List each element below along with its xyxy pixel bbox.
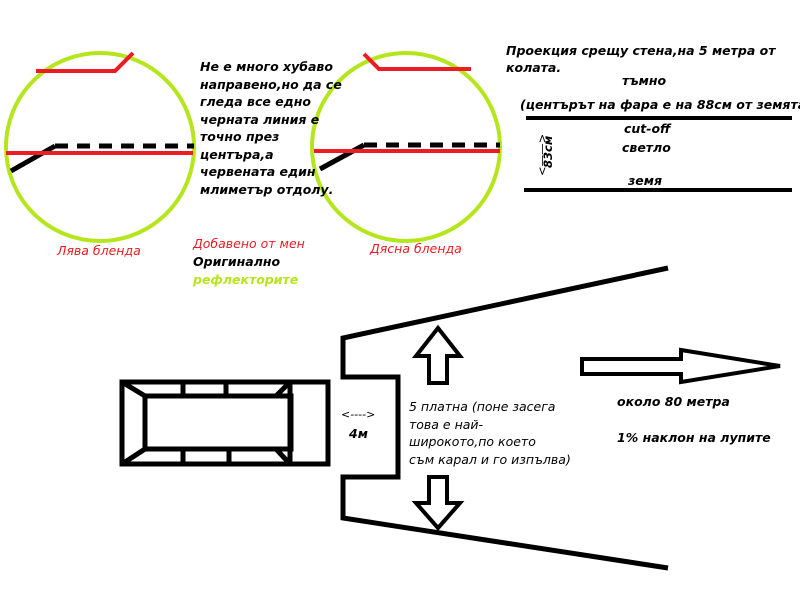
lanes-line: 5 платна (поне засега bbox=[409, 399, 556, 414]
car-corner-tl bbox=[120, 379, 147, 399]
lanes-note: 5 платна (поне засега това е най- широко… bbox=[409, 398, 571, 468]
range-label: около 80 метра bbox=[617, 394, 730, 409]
up-arrow-icon bbox=[411, 324, 465, 385]
light-label: светло bbox=[622, 140, 671, 155]
note-line: черната линия е bbox=[200, 111, 320, 127]
note-line: Не е много хубаво bbox=[200, 59, 333, 74]
note-line: млиметър отдолу. bbox=[200, 181, 334, 197]
projection-title-line1: Проекция срещу стена,на 5 метра от bbox=[506, 43, 776, 58]
left-red-top-line bbox=[36, 51, 135, 73]
left-black-slope-line bbox=[9, 143, 57, 174]
ground-label: земя bbox=[628, 173, 662, 188]
lanes-line: това е най- bbox=[409, 416, 484, 432]
slope-label: 1% наклон на лупите bbox=[617, 430, 771, 445]
projection-title-line2: колата. bbox=[506, 60, 562, 75]
down-arrow-icon bbox=[411, 475, 465, 532]
note-line: червената един bbox=[200, 164, 316, 179]
note-line: гледа все едно bbox=[200, 94, 311, 109]
cutoff-label: cut-off bbox=[624, 121, 671, 136]
distance-arrow: <----> bbox=[341, 408, 376, 421]
explanation-note: Не е много хубаво направено,но да се гле… bbox=[200, 58, 342, 198]
beam-top-edge bbox=[340, 265, 669, 571]
right-arrow-icon bbox=[580, 347, 781, 385]
right-headlight-circle bbox=[310, 51, 502, 243]
right-circle-label: Дясна бленда bbox=[370, 241, 462, 256]
distance-label: 4м bbox=[349, 426, 368, 441]
lanes-line: широкото,по което bbox=[409, 434, 536, 449]
note-line: точно през bbox=[200, 129, 280, 144]
right-red-top-line bbox=[362, 52, 471, 71]
left-circle-label: Лява бленда bbox=[57, 243, 141, 258]
legend-original: Оригинално bbox=[193, 254, 281, 269]
height-value: 83см bbox=[541, 135, 555, 168]
headlight-center-note: (центърът на фара е на 88см от земята) bbox=[520, 97, 800, 112]
note-line: центъра,а bbox=[200, 146, 274, 162]
legend-added: Добавено от мен bbox=[193, 236, 305, 251]
lanes-line: съм карал и го изпълва) bbox=[409, 451, 571, 467]
car-corner-bl bbox=[120, 446, 147, 467]
left-headlight-circle bbox=[4, 51, 196, 243]
car-top-view bbox=[119, 379, 331, 467]
legend-reflectors: рефлекторите bbox=[193, 272, 299, 287]
car-corner-tr bbox=[274, 380, 292, 398]
beam-spread-outline bbox=[340, 265, 669, 571]
dark-label: тъмно bbox=[622, 73, 667, 88]
car-roof bbox=[142, 393, 294, 452]
note-line: направено,но да се bbox=[200, 76, 342, 92]
car-corner-br bbox=[274, 447, 292, 466]
